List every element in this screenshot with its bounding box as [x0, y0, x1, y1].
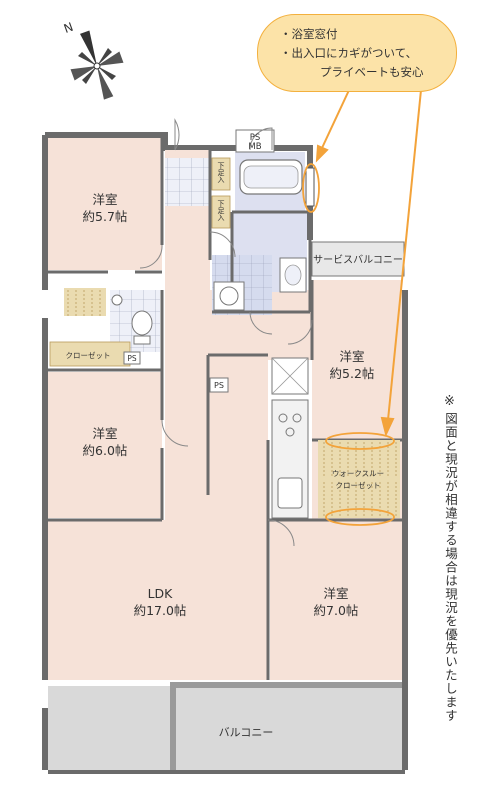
ps-toilet-label: PS — [127, 354, 137, 363]
room-nw — [48, 138, 162, 270]
service-balcony-label: サービスバルコニー — [313, 254, 403, 266]
walk-in-label-2: クローゼット — [336, 480, 381, 490]
ps-mb-box — [235, 129, 275, 153]
compass-icon — [70, 30, 124, 100]
room-w-name: 洋室 — [92, 426, 117, 441]
kitchen-sink-icon — [277, 477, 303, 509]
ps-box-toilet — [123, 351, 141, 365]
hand-sink-icon — [111, 294, 123, 306]
note-mark: ※ — [444, 394, 455, 409]
room-e-size: 約5.2帖 — [330, 366, 375, 381]
walk-in-closet — [318, 440, 400, 518]
closet-upper — [64, 288, 106, 316]
disclaimer-note: 図面と現況が相違する場合は現況を優先いたします — [443, 412, 458, 723]
ldk-size: 約17.0帖 — [134, 603, 187, 618]
ps-box-kitchen — [209, 377, 229, 393]
room-se-name: 洋室 — [323, 586, 348, 601]
ldk-name: LDK — [148, 586, 174, 601]
callout-arrows — [315, 79, 423, 437]
balcony-label: バルコニー — [219, 726, 274, 739]
shoe-cabinet-2-label: 下足入 — [217, 200, 225, 221]
callout-line-3: プライベートも安心 — [320, 65, 424, 79]
room-nw-size: 約5.7帖 — [83, 209, 128, 224]
shoe-cabinet-2 — [211, 195, 231, 229]
room-nw-name: 洋室 — [92, 192, 117, 207]
room-w — [48, 372, 162, 518]
highlight-marks — [302, 163, 395, 526]
callout-line-1: ・浴室窓付 — [280, 27, 338, 41]
room-e-name: 洋室 — [339, 349, 364, 364]
ps-kitchen-label: PS — [214, 381, 224, 390]
shoe-cabinet-1-label: 下足入 — [217, 162, 225, 183]
bath-window-icon — [305, 167, 315, 207]
balcony — [48, 686, 402, 770]
feature-callout: ・浴室窓付 ・出入口にカギがついて、 プライベートも安心 — [257, 14, 457, 92]
shoe-cabinet-1 — [211, 157, 231, 191]
room-se-size: 約7.0帖 — [314, 603, 359, 618]
room-w-size: 約6.0帖 — [83, 443, 128, 458]
closet-lower — [49, 341, 131, 367]
walk-in-label-1: ウォークスルー — [332, 469, 384, 478]
entry-tiles — [165, 158, 210, 206]
washbasin-icon — [279, 257, 307, 293]
stove-icon — [278, 413, 302, 437]
ps-mb-label-top: PS — [250, 133, 261, 143]
washing-machine-icon — [213, 281, 245, 311]
ldk-area — [48, 520, 268, 680]
door-swings — [139, 118, 313, 547]
callout-line-2: ・出入口にカギがついて、 — [280, 46, 418, 60]
ps-mb-label-bottom: MB — [248, 142, 261, 152]
compass-north-label: N — [62, 20, 75, 36]
closet-label: クローゼット — [66, 350, 111, 360]
service-balcony — [311, 241, 405, 277]
room-se — [270, 520, 402, 680]
toilet-icon — [131, 310, 153, 336]
